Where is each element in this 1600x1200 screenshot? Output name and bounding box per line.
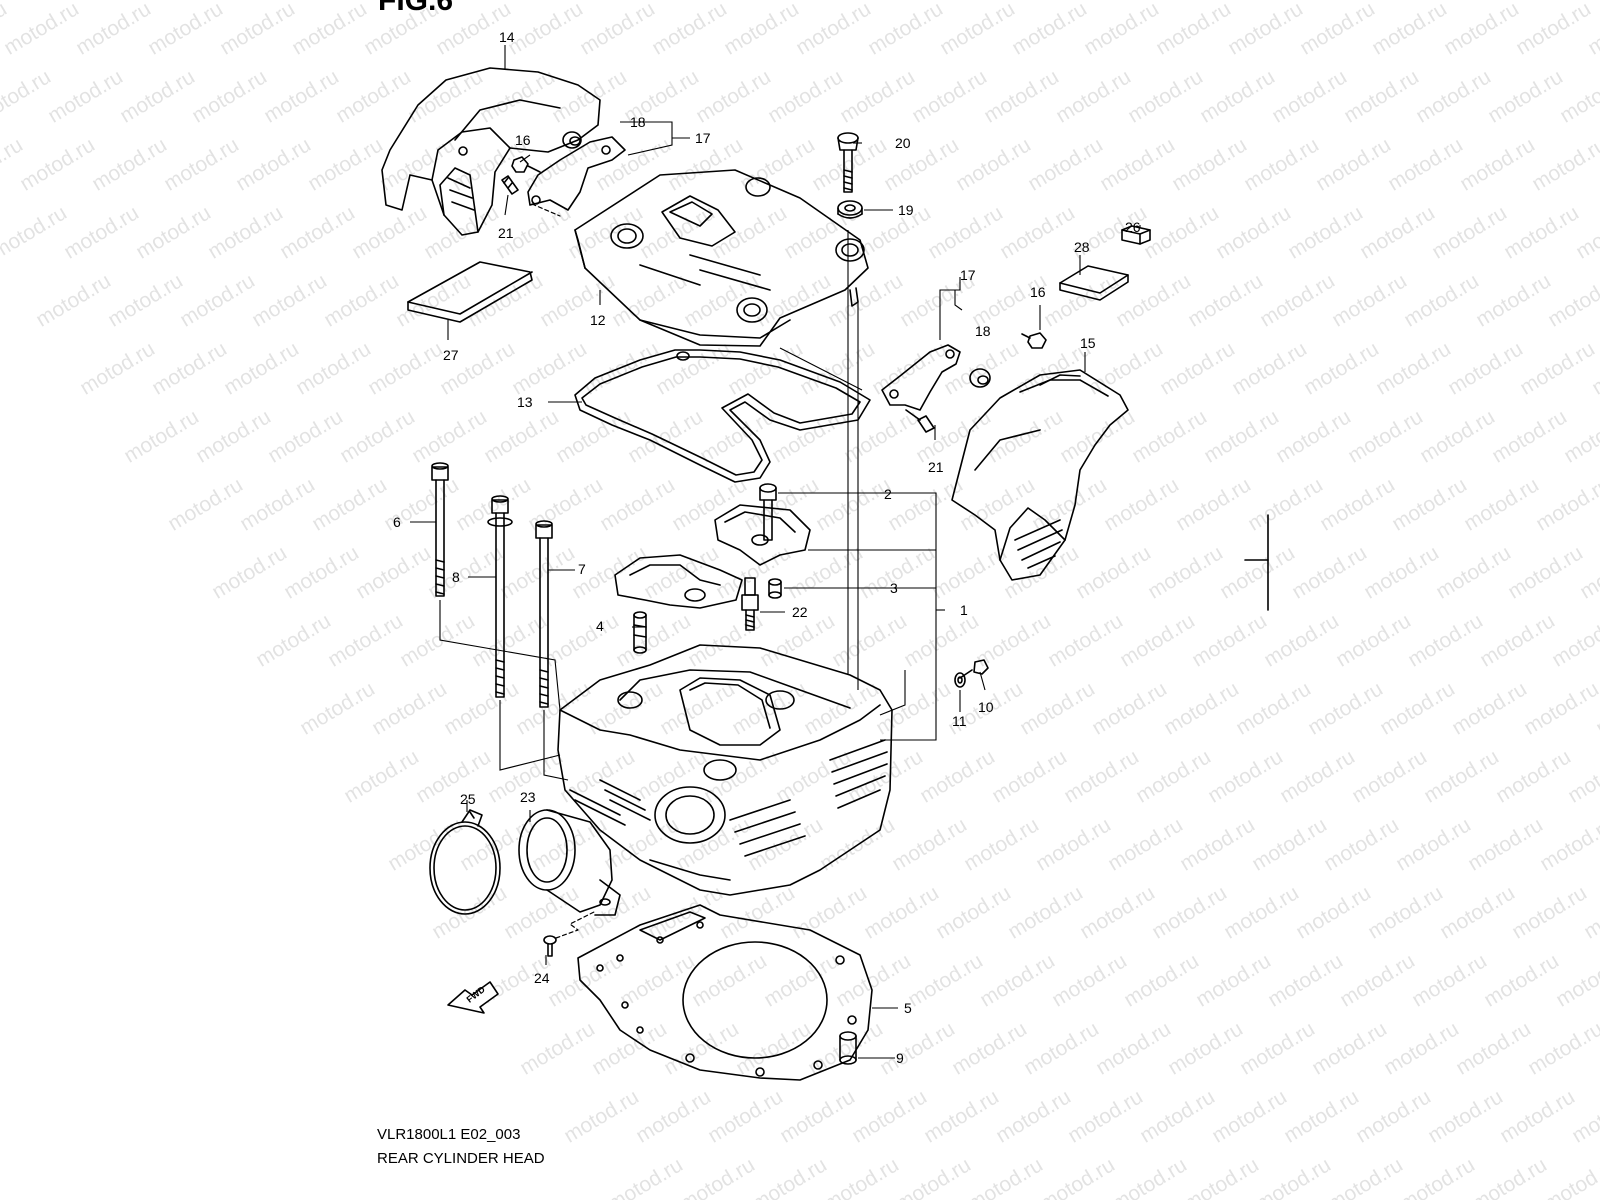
part-number: 17 (960, 267, 976, 283)
part-number: 16 (515, 132, 531, 148)
part-number: 17 (695, 130, 711, 146)
figure-label: FIG.6 (378, 0, 454, 17)
part-number: 26 (1125, 219, 1141, 235)
part-number: 5 (904, 1000, 912, 1016)
washer-11 (954, 672, 966, 688)
part-number: 10 (978, 699, 994, 715)
part-number: 16 (1030, 284, 1046, 300)
drawing-title: REAR CYLINDER HEAD (377, 1150, 545, 1167)
drawing-code: VLR1800L1 E02_003 (377, 1126, 521, 1143)
washer-19 (837, 200, 863, 219)
bolt-7 (535, 520, 553, 708)
head-gasket-5 (577, 904, 873, 1081)
part-number: 11 (952, 713, 967, 729)
part-number: 21 (928, 459, 944, 475)
part-numbers: 14 16 21 18 17 20 19 26 28 17 16 18 15 1… (393, 29, 1141, 1066)
part-number: 20 (895, 135, 911, 151)
screw-24 (543, 935, 557, 957)
clamp-25 (429, 809, 501, 915)
part-number: 9 (896, 1050, 904, 1066)
part-number: 23 (520, 789, 536, 805)
rear-cover-left (381, 67, 601, 236)
part-number: 15 (1080, 335, 1096, 351)
part-number: 3 (890, 580, 898, 596)
block-26 (1121, 225, 1151, 245)
spark-plug-22 (741, 577, 759, 631)
part-number: 4 (596, 618, 604, 634)
bracket-17-left (527, 131, 626, 211)
intake-pipe-23 (518, 809, 621, 916)
part-number: 2 (884, 486, 892, 502)
bolt-10 (959, 659, 989, 679)
bolt-2 (759, 483, 777, 541)
part-number: 19 (898, 202, 914, 218)
guide-lines (439, 230, 906, 781)
bolt-20 (837, 132, 859, 193)
part-number: 7 (578, 561, 586, 577)
part-number: 18 (975, 323, 991, 339)
leader-lines (410, 45, 1141, 1059)
part-number: 24 (534, 970, 550, 986)
dowel-9 (839, 1031, 857, 1065)
part-number: 12 (590, 312, 606, 328)
part-number: 6 (393, 514, 401, 530)
cam-holder (614, 504, 811, 609)
part-number: 21 (498, 225, 514, 241)
dowel-3 (768, 578, 782, 599)
fwd-arrow (447, 981, 499, 1014)
part-number: 18 (630, 114, 646, 130)
bolt-21-right (905, 409, 935, 433)
margin-index-mark (1244, 514, 1269, 611)
part-number: 28 (1074, 239, 1090, 255)
pad-28 (1059, 265, 1129, 301)
part-number: 13 (517, 394, 533, 410)
title-block: VLR1800L1 E02_003 REAR CYLINDER HEAD (377, 1123, 545, 1171)
rear-cover-right (951, 369, 1129, 581)
part-number: 8 (452, 569, 460, 585)
part-number: 1 (960, 602, 968, 618)
guide-4 (633, 611, 647, 654)
bolt-8 (487, 495, 513, 698)
bolt-16-right (1021, 332, 1047, 349)
cover-gasket-13 (574, 349, 871, 483)
bracket-17-right (881, 344, 991, 411)
bolt-6 (431, 462, 449, 597)
head-cover-12 (574, 169, 869, 347)
pad-27 (407, 261, 533, 323)
part-number: 14 (499, 29, 515, 45)
cylinder-head-1 (557, 644, 893, 896)
part-number: 25 (460, 791, 476, 807)
part-number: 22 (792, 604, 808, 620)
bolt-16-left (511, 156, 541, 173)
part-number: 27 (443, 347, 459, 363)
bolt-21-left (501, 175, 519, 195)
